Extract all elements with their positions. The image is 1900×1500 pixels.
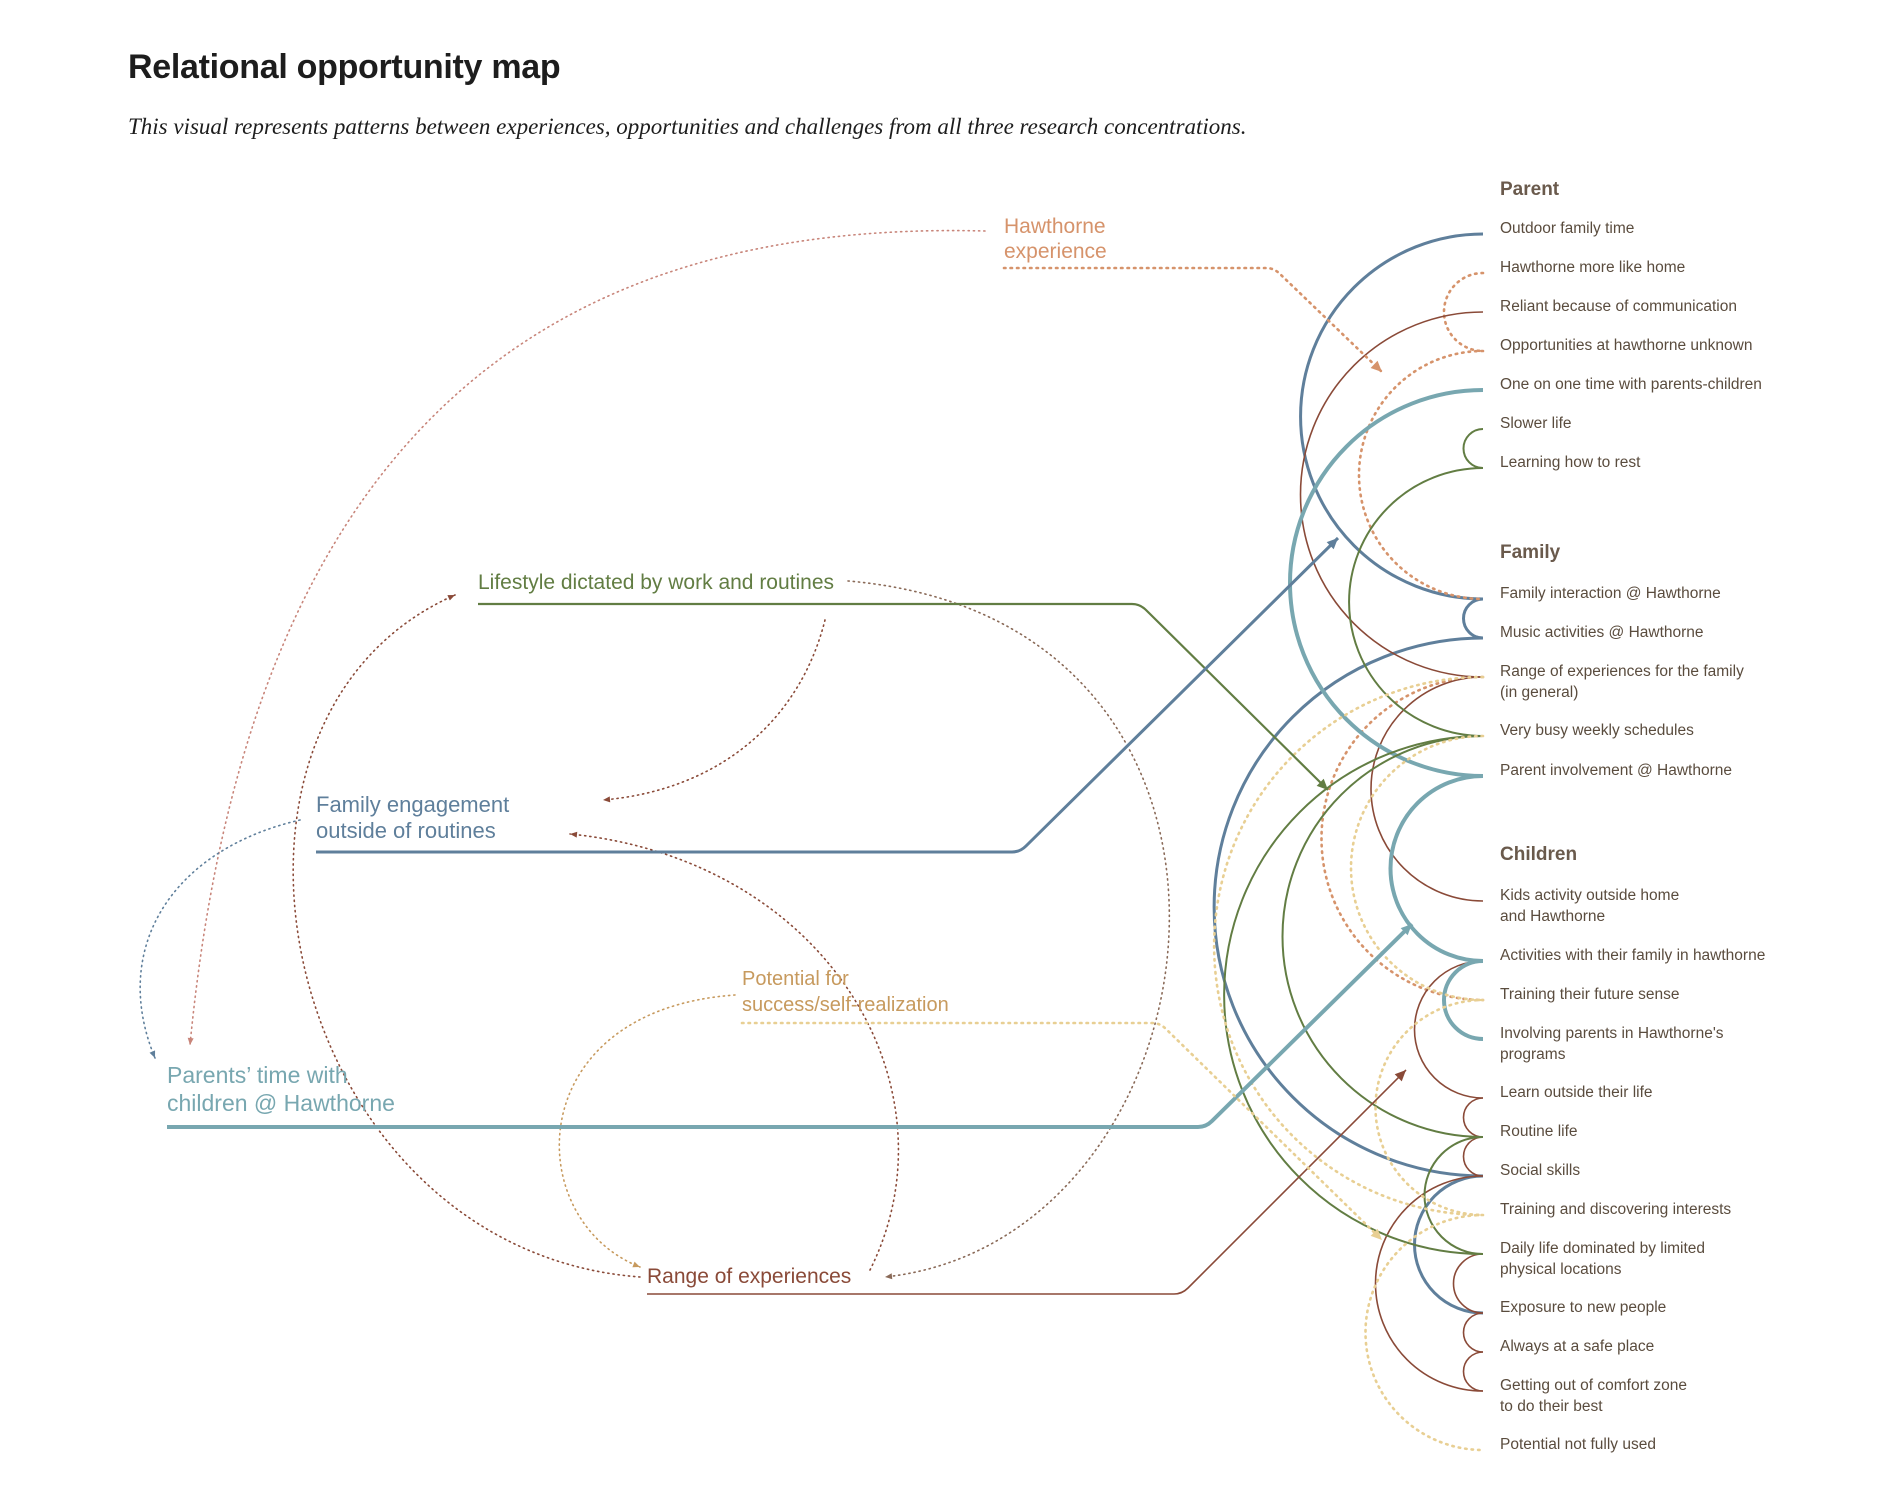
relation-arrow-lifestyle-to-range xyxy=(885,1273,893,1280)
link-p1-f1 xyxy=(1299,232,1484,601)
link-c6-c7 xyxy=(1462,1136,1484,1177)
item-c5: Learn outside their life xyxy=(1500,1084,1653,1101)
link-c2-c4 xyxy=(1442,959,1484,1041)
item-f3: Range of experiences for the family(in g… xyxy=(1500,663,1744,701)
page-title: Relational opportunity map xyxy=(128,48,561,86)
item-f2: Music activities @ Hawthorne xyxy=(1500,624,1704,641)
link-c8-c13 xyxy=(1364,1213,1485,1452)
connector-hawthorne xyxy=(1002,266,1384,374)
link-f5-c2 xyxy=(1388,774,1484,963)
relation-arrow-range-to-engagement xyxy=(570,831,578,838)
connector-potential xyxy=(740,1021,1384,1242)
link-c9-c10 xyxy=(1452,1253,1484,1314)
item-c8: Training and discovering interests xyxy=(1500,1201,1731,1218)
link-f4-c6 xyxy=(1281,735,1484,1138)
group-heading-children: Children xyxy=(1500,844,1577,865)
link-p3-f3 xyxy=(1299,311,1484,678)
theme-range: Range of experiences xyxy=(647,1265,851,1288)
item-c11: Always at a safe place xyxy=(1500,1338,1654,1355)
item-c3: Training their future sense xyxy=(1500,986,1680,1003)
connector-range xyxy=(647,1069,1407,1295)
relation-lifestyle-to-range xyxy=(847,580,1170,1278)
connector-arrow-engagement xyxy=(1326,538,1338,550)
group-heading-parent: Parent xyxy=(1500,179,1560,200)
connector-arrow-parents xyxy=(1400,924,1412,936)
link-p4-f1 xyxy=(1357,349,1485,601)
link-p7-f4 xyxy=(1348,467,1484,737)
item-c13: Potential not fully used xyxy=(1500,1436,1656,1453)
item-f1: Family interaction @ Hawthorne xyxy=(1500,585,1721,602)
link-f3-c1 xyxy=(1370,676,1484,902)
link-c7-c12 xyxy=(1374,1175,1484,1392)
link-f2-c7 xyxy=(1212,636,1484,1178)
item-p6: Slower life xyxy=(1500,415,1572,432)
connector-arrow-hawthorne xyxy=(1370,360,1382,372)
relation-arrow-range-to-lifestyle xyxy=(447,595,455,601)
item-f4: Very busy weekly schedules xyxy=(1500,722,1694,739)
link-f3-c3 xyxy=(1320,675,1485,1002)
link-p5-f5 xyxy=(1288,388,1484,778)
link-c6-c9 xyxy=(1423,1136,1484,1255)
item-p3: Reliant because of communication xyxy=(1500,298,1737,315)
item-p7: Learning how to rest xyxy=(1500,454,1641,471)
item-f5: Parent involvement @ Hawthorne xyxy=(1500,762,1732,779)
relation-engagement-to-parents xyxy=(139,819,301,1059)
item-p5: One on one time with parents-children xyxy=(1500,376,1762,393)
link-c3-c8 xyxy=(1374,998,1485,1217)
relation-arrow-hawthorne-to-parents xyxy=(187,1037,194,1045)
link-p2-p4 xyxy=(1442,271,1485,353)
link-f1-f2 xyxy=(1462,597,1484,640)
link-f3-c8 xyxy=(1212,675,1485,1217)
relation-arrow-potential-to-range xyxy=(632,1261,640,1268)
relation-potential-to-range xyxy=(558,994,736,1268)
group-heading-family: Family xyxy=(1500,542,1561,563)
item-c7: Social skills xyxy=(1500,1162,1580,1179)
link-f4-c3 xyxy=(1349,734,1485,1002)
link-c5-c6 xyxy=(1462,1097,1484,1138)
item-p1: Outdoor family time xyxy=(1500,220,1634,237)
connector-arrow-potential xyxy=(1370,1228,1382,1240)
connector-parents xyxy=(167,922,1414,1129)
item-p2: Hawthorne more like home xyxy=(1500,259,1685,276)
relation-arrow-engagement-to-parents xyxy=(149,1050,156,1058)
link-c11-c12 xyxy=(1462,1351,1484,1392)
link-f4-c9 xyxy=(1223,735,1484,1255)
item-p4: Opportunities at hawthorne unknown xyxy=(1500,337,1752,354)
item-c2: Activities with their family in hawthorn… xyxy=(1500,947,1765,964)
page-subtitle: This visual represents patterns between … xyxy=(128,114,1247,139)
link-p6-p7 xyxy=(1462,428,1484,469)
relation-range-to-lifestyle xyxy=(292,594,641,1278)
theme-lifestyle: Lifestyle dictated by work and routines xyxy=(478,571,834,594)
theme-relations xyxy=(139,229,1170,1280)
relation-range-to-engagement xyxy=(569,833,900,1271)
connector-arrow-range xyxy=(1394,1070,1406,1082)
theme-connectors xyxy=(167,266,1414,1295)
relation-arrow-lifestyle-to-engagement xyxy=(603,796,611,803)
connector-lifestyle xyxy=(478,602,1329,791)
item-c6: Routine life xyxy=(1500,1123,1578,1140)
item-links xyxy=(1212,232,1485,1452)
relation-hawthorne-to-parents xyxy=(189,229,986,1046)
link-c2-c5 xyxy=(1413,960,1484,1099)
item-c10: Exposure to new people xyxy=(1500,1299,1666,1316)
connector-arrow-lifestyle xyxy=(1316,778,1328,790)
link-c10-c11 xyxy=(1462,1312,1484,1353)
connector-engagement xyxy=(316,536,1340,854)
relation-lifestyle-to-engagement xyxy=(602,619,826,801)
